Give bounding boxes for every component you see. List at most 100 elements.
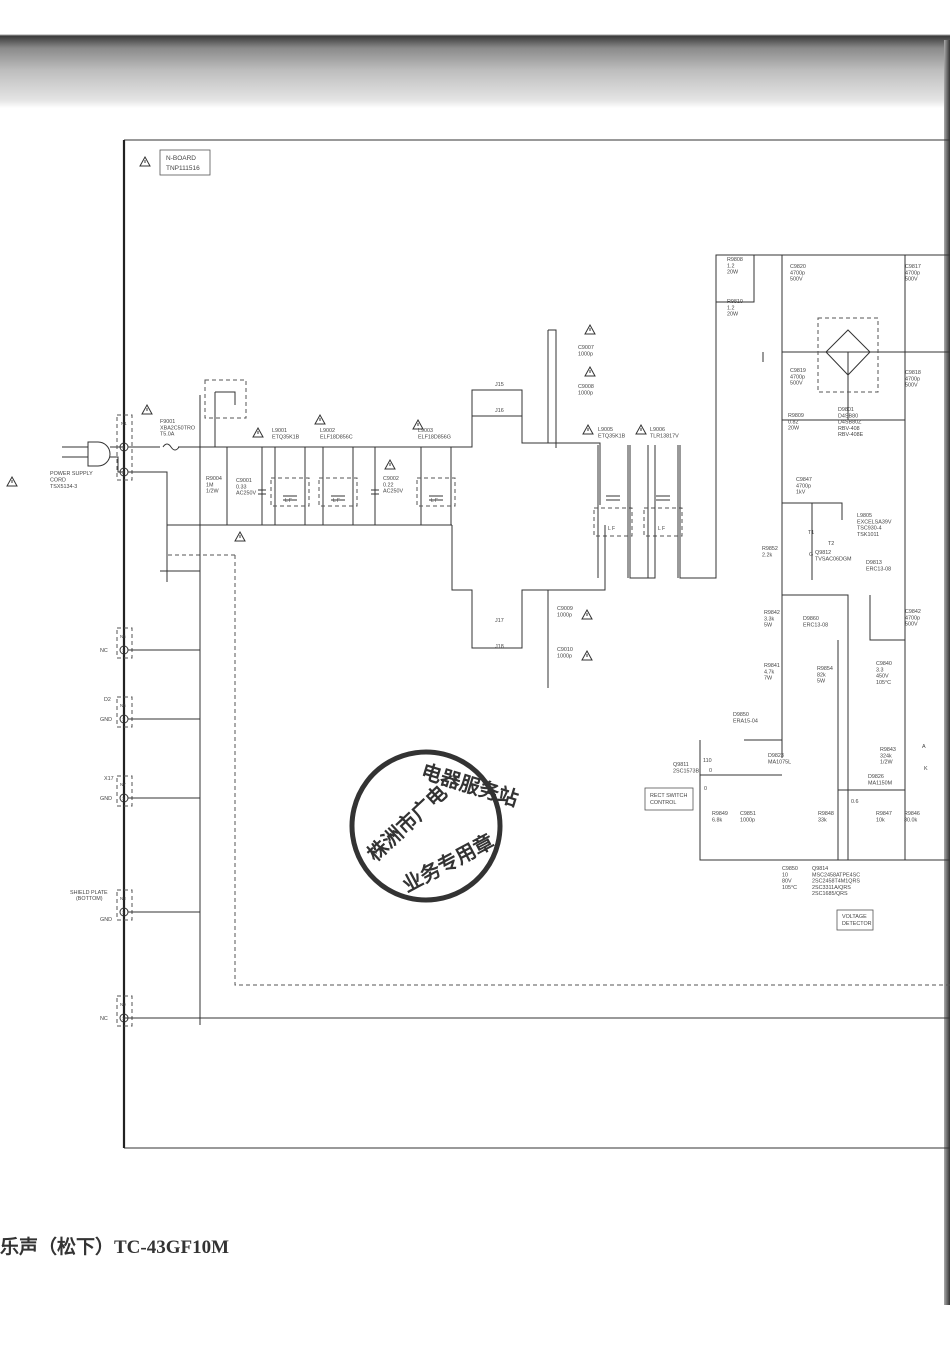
component-label-l9006: TLR13817V [650,433,679,439]
component-label-f9001: XBA2C50TRO [160,425,195,431]
component-label-c9850: 105°C [782,885,797,891]
connector-n7 [116,775,133,807]
rect-switch-control-label: CONTROL [650,800,676,806]
connector-signal: GND [100,796,112,802]
warning-triangle-icon [252,426,264,438]
line-filter-box [593,507,633,537]
component-label-r9843: 324k [880,753,892,759]
component-label-c9817: C9817 [905,264,921,270]
component-label-r9809: R9809 [788,413,804,419]
component-label-c9842: 500V [905,622,918,628]
line-filter-mark: L F [431,498,438,504]
voltage-mark: 110 [703,758,712,764]
component-label-l9002: L9002 [320,428,335,434]
power-cord-label: CORD [50,478,66,484]
component-label-d9801: D9801 [838,407,854,413]
component-label-q9812: Q9812 [815,550,831,556]
component-label-c9010: 1000p [557,653,572,659]
component-label-c9840: 3.3 [876,667,884,673]
power-cord-label: POWER SUPPLY [50,471,93,477]
component-label-c9840: 105°C [876,680,891,686]
component-label-j15: J15 [495,382,504,388]
component-label-d9801: RBV-408 [838,426,860,432]
component-label-q9812: TVSAC06DGM [815,556,852,562]
component-label-r9843: 1/2W [880,760,893,766]
component-label-r9809: 0.82 [788,419,799,425]
component-label-j17: J17 [495,618,504,624]
component-label-q9814: Q9814 [812,866,828,872]
voltage-detector-label: DETECTOR [842,921,872,927]
component-label-c9002: AC250V [383,489,403,495]
pin-number: 1 [122,796,125,801]
component-label-r9842: 5W [764,623,773,629]
connector-top-label: X17 [104,776,114,782]
spark-gap-box [204,379,247,419]
warning-triangle-icon [584,365,596,377]
component-label-l9003: ELF18D856G [418,434,451,440]
component-label-c9818: C9818 [905,370,921,376]
component-label-c9817: 500V [905,277,918,283]
component-label-c9008: 1000p [578,390,593,396]
component-label-r9841: R9841 [764,663,780,669]
rectifier-lines [754,254,950,758]
component-label-d9823: D9823 [768,753,784,759]
component-label-c9001: C9001 [236,478,252,484]
component-label-j18: J18 [495,644,504,650]
component-label-c9850: 10 [782,872,788,878]
spark-gap [160,391,236,582]
component-label-c9817: 4700p [905,270,920,276]
component-label-l9005: ETQ35K1B [598,433,626,439]
component-label-c9002: C9002 [383,476,399,482]
x-capacitors [226,447,379,525]
voltage-detector-box [836,909,874,931]
component-label-d9813: D9813 [866,560,882,566]
board-part-number: TNP111516 [166,165,200,172]
board-label-box [159,149,211,176]
component-label-r9846: 30.0k [904,817,917,823]
component-label-r9846: R9846 [904,811,920,817]
warning-triangle-icon [581,649,593,661]
component-label-d9801: RBV-408E [838,432,864,438]
warning-triangle-icon [234,530,246,542]
component-label-r9852: 2.2k [762,552,772,558]
connector-n5 [116,627,133,659]
rect-switch-control-label: RECT SWITCH [650,793,687,799]
connector-n6 [116,696,133,728]
bridge-rectifier-d9801 [825,329,871,376]
connector-signal: GND [100,917,112,923]
component-label-q9811: 2SC1573B [673,768,699,774]
component-label-r9808: R9808 [727,257,743,263]
component-label-c9818: 4700p [905,376,920,382]
pin-number: 1 [122,648,125,653]
warning-triangle-icon [635,423,647,435]
component-label-c9819: C9819 [790,368,806,374]
component-label-r9842: R9842 [764,610,780,616]
component-label-c9820: C9820 [790,264,806,270]
component-label-r9854: 82k [817,672,826,678]
component-label-c9851: 1000p [740,817,755,823]
component-label-c9840: 450V [876,674,889,680]
component-label-r9849: R9849 [712,811,728,817]
component-label-d9826: D9826 [868,774,884,780]
warning-triangle-icon [384,458,396,470]
component-label-r9848: R9848 [818,811,834,817]
component-label-c9851: C9851 [740,811,756,817]
component-label-c9008: C9008 [578,384,594,390]
component-label-r9843: R9843 [880,747,896,753]
warning-triangle-icon [412,418,424,430]
scan-right-edge [944,40,950,1305]
component-label-c9840: C9840 [876,661,892,667]
component-label-c9820: 500V [790,277,803,283]
component-label-q9811: Q9811 [673,762,689,768]
voltage-mark: 0 [704,786,707,792]
connector-top-label: SHIELD PLATE [70,890,108,896]
line-filter-mark: L F [658,526,665,532]
component-label-c9850: 80V [782,879,792,885]
component-label-c9819: 4700p [790,374,805,380]
connector-ref: N6 [120,703,126,708]
component-label-c9001: AC250V [236,491,256,497]
component-label-d9826: MA1150M [868,780,893,786]
component-label-f9001: F9001 [160,419,175,425]
pin-number: 1 [122,910,125,915]
